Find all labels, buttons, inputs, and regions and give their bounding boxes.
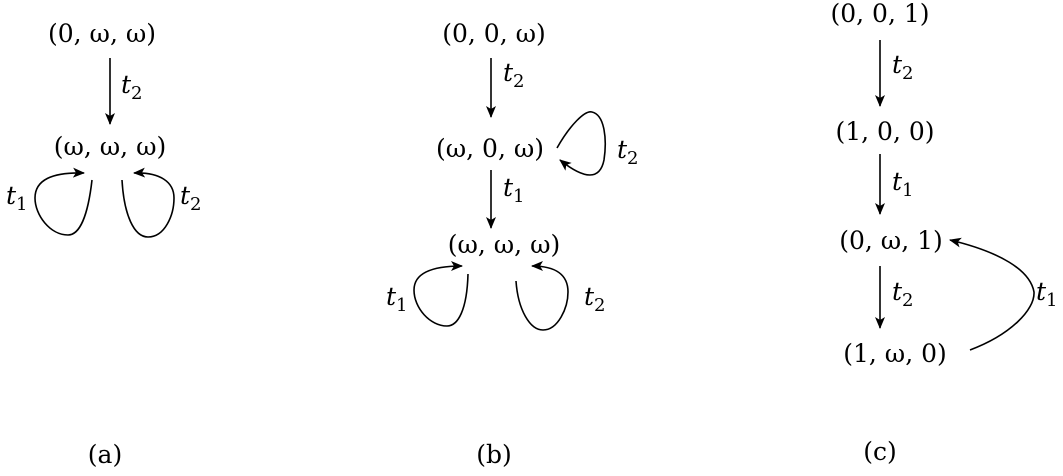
edge-label-b-2-t2: t2: [584, 282, 606, 316]
node-c-2: (0, ω, 1): [839, 226, 943, 255]
edge-c-3-2: [949, 237, 1035, 351]
edge-label-a-0-1: t2: [121, 70, 143, 104]
edge-label-c-3-2: t1: [1036, 277, 1058, 311]
node-b-0: (0, 0, ω): [442, 19, 546, 48]
edge-label-a-1-t2: t2: [180, 181, 202, 215]
node-a-1: (ω, ω, ω): [54, 132, 166, 161]
caption-a: (a): [88, 440, 122, 469]
edge-label-b-2-t1: t1: [386, 282, 408, 316]
loop-b-2-t1: [413, 261, 469, 327]
node-b-2: (ω, ω, ω): [448, 230, 560, 259]
loop-a-1-t1: [34, 167, 93, 236]
node-c-1: (1, 0, 0): [835, 117, 934, 146]
loop-b-1-t2: [556, 111, 607, 176]
diagram-b: (0, 0, ω) t2 (ω, 0, ω) t2 t1 (ω, ω, ω) t…: [386, 19, 639, 469]
edge-label-b-1-2: t1: [503, 173, 525, 207]
edge-label-c-1-2: t1: [892, 167, 914, 201]
edge-label-b-0-1: t2: [503, 58, 525, 92]
node-c-0: (0, 0, 1): [830, 0, 929, 28]
loop-b-2-t2: [515, 261, 569, 331]
edge-label-b-1-t2: t2: [617, 135, 639, 169]
edge-label-c-2-3: t2: [892, 277, 914, 311]
node-c-3: (1, ω, 0): [843, 339, 947, 368]
caption-c: (c): [863, 437, 897, 466]
node-b-1: (ω, 0, ω): [436, 134, 544, 163]
diagram-a: (0, ω, ω) t2 (ω, ω, ω) t1 t2 (a): [6, 19, 202, 469]
node-a-0: (0, ω, ω): [48, 19, 156, 48]
edge-label-c-0-1: t2: [892, 50, 914, 84]
loop-a-1-t2: [121, 167, 175, 238]
caption-b: (b): [476, 440, 512, 469]
diagram-c: (0, 0, 1) t2 (1, 0, 0) t1 (0, ω, 1) t2 (…: [830, 0, 1057, 466]
edge-label-a-1-t1: t1: [6, 181, 28, 215]
